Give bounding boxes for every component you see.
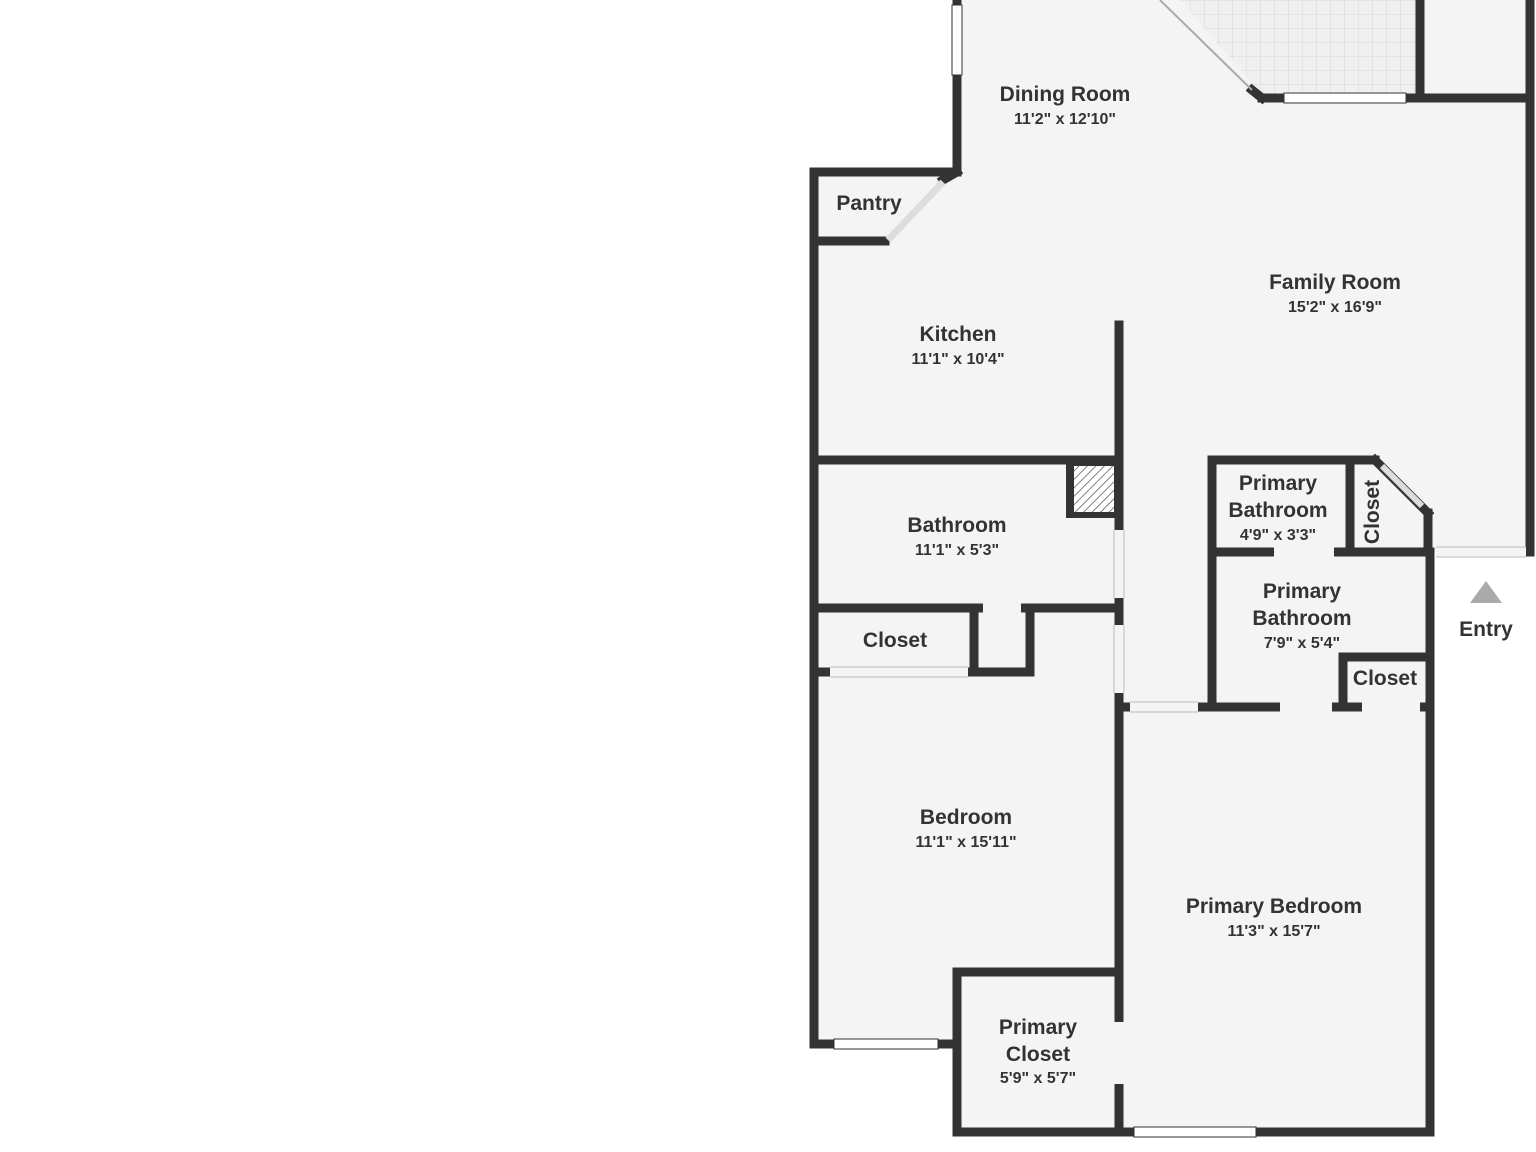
room-primary-bathroom-small: Primary Bathroom 4'9" x 3'3"	[1228, 472, 1327, 544]
entry-marker: Entry	[1459, 581, 1513, 641]
room-name: Bedroom	[920, 806, 1012, 829]
room-dimensions: 11'1" x 15'11"	[915, 834, 1016, 851]
room-name: Dining Room	[1000, 83, 1131, 106]
room-dimensions: 11'2" x 12'10"	[1014, 111, 1116, 128]
room-dimensions: 4'9" x 3'3"	[1240, 527, 1316, 544]
room-name-line2: Closet	[1006, 1043, 1070, 1066]
room-name: Family Room	[1269, 271, 1401, 294]
room-dimensions: 11'1" x 5'3"	[915, 542, 999, 559]
room-name: Bathroom	[907, 514, 1006, 537]
patio-right-area	[1426, 0, 1530, 95]
room-name: Primary Bedroom	[1186, 895, 1362, 918]
patio-area	[1180, 0, 1420, 95]
room-closet-bath: Closet	[1353, 667, 1417, 690]
room-pantry: Pantry	[836, 192, 902, 215]
door-opening-lines	[830, 530, 1526, 713]
room-dimensions: 7'9" x 5'4"	[1264, 635, 1340, 652]
room-bathroom: Bathroom 11'1" x 5'3"	[907, 514, 1006, 559]
pantry-diagonal-opening	[885, 179, 946, 243]
door-openings	[830, 530, 1526, 1084]
room-dining: Dining Room 11'2" x 12'10"	[1000, 83, 1131, 128]
floor-area	[814, 0, 1530, 1130]
room-name-line1: Primary	[1239, 472, 1318, 495]
entry-label: Entry	[1459, 618, 1513, 641]
room-dimensions: 5'9" x 5'7"	[1000, 1070, 1076, 1087]
room-name: Closet	[1361, 480, 1384, 544]
room-name: Kitchen	[919, 323, 996, 346]
room-primary-closet: Primary Closet 5'9" x 5'7"	[999, 1016, 1078, 1087]
windows	[833, 4, 1407, 1138]
room-name: Closet	[1353, 667, 1417, 690]
room-closet-vertical: Closet	[1361, 480, 1384, 544]
closet-diagonal-opening	[1379, 463, 1425, 509]
room-kitchen: Kitchen 11'1" x 10'4"	[911, 323, 1004, 368]
room-family: Family Room 15'2" x 16'9"	[1269, 271, 1401, 316]
room-primary-bathroom: Primary Bathroom 7'9" x 5'4"	[1252, 580, 1351, 652]
room-name: Pantry	[836, 192, 902, 215]
patio-diagonal-edge	[1159, 0, 1253, 91]
room-name: Closet	[863, 629, 927, 652]
room-dimensions: 11'3" x 15'7"	[1227, 923, 1320, 940]
room-name-line2: Bathroom	[1252, 607, 1351, 630]
room-bedroom: Bedroom 11'1" x 15'11"	[915, 806, 1016, 851]
room-name-line1: Primary	[999, 1016, 1078, 1039]
room-dimensions: 11'1" x 10'4"	[911, 351, 1004, 368]
room-name-line2: Bathroom	[1228, 499, 1327, 522]
room-name-line1: Primary	[1263, 580, 1342, 603]
room-primary-bedroom: Primary Bedroom 11'3" x 15'7"	[1186, 895, 1362, 940]
room-closet-hall: Closet	[863, 629, 927, 652]
shaft-hatch	[1074, 466, 1114, 512]
room-dimensions: 15'2" x 16'9"	[1288, 299, 1382, 316]
triangle-up-icon	[1470, 581, 1502, 603]
